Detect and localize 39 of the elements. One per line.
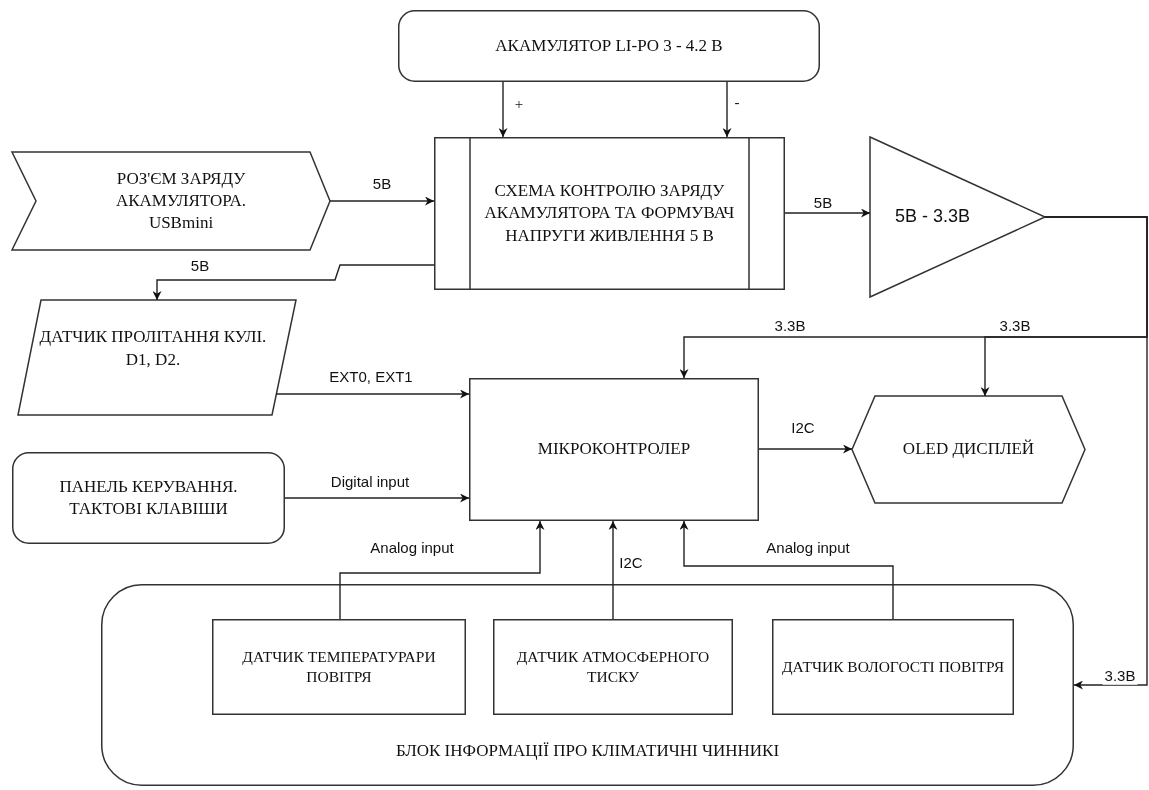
node-label: 5В - 3.3В xyxy=(894,205,970,229)
node-label: СХЕМА КОНТРОЛЮ ЗАРЯДУ АКАМУЛЯТОРА ТА ФОРМУВАЧ НАПРУГИ ЖИВЛЕННЯ 5 В xyxy=(484,180,735,247)
microcontroller-box xyxy=(469,378,759,521)
arrow xyxy=(784,208,871,218)
node-label: OLED ДИСПЛЕЙ xyxy=(902,438,1035,461)
arrow xyxy=(329,196,435,206)
sensor-box xyxy=(493,619,733,715)
battery-box xyxy=(398,10,820,82)
arrow xyxy=(722,81,732,138)
arrow xyxy=(1044,216,1148,690)
arrow xyxy=(498,81,508,138)
arrow xyxy=(339,520,545,620)
process-box xyxy=(434,137,785,290)
node-label: ДАТЧИК АТМОСФЕРНОГО ТИСКУ xyxy=(515,646,711,687)
arrow xyxy=(275,389,470,399)
node-label: РОЗ'ЄМ ЗАРЯДУ АКАМУЛЯТОРА. USBmini xyxy=(114,167,248,235)
arrow xyxy=(152,264,435,301)
arrow xyxy=(284,493,470,503)
node-label: МІКРОКОНТРОЛЕР xyxy=(537,438,691,461)
arrow xyxy=(608,520,618,620)
node-label: ДАТЧИК ПРОЛІТАННЯ КУЛІ. D1, D2. xyxy=(38,326,268,371)
node-label: ДАТЧИК ВОЛОГОСТІ ПОВІТРЯ xyxy=(782,656,1004,677)
node-label: ДАТЧИК ТЕМПЕРАТУРАРИ ПОВІТРЯ xyxy=(241,646,437,687)
sensor-box xyxy=(212,619,466,715)
converter-triangle xyxy=(870,137,1045,297)
arrow xyxy=(679,520,894,620)
node-label: АКАМУЛЯТОР LI-PO 3 - 4.2 В xyxy=(495,34,723,57)
sensor-parallelogram xyxy=(18,300,296,415)
node-label: ПАНЕЛЬ КЕРУВАННЯ. ТАКТОВІ КЛАВІШИ xyxy=(58,475,239,520)
connector-chevron xyxy=(12,152,330,250)
control-panel-box xyxy=(12,452,285,544)
arrow xyxy=(758,444,853,454)
display-hexagon xyxy=(852,396,1085,503)
node-label: БЛОК ІНФОРМАЦІЇ ПРО КЛІМАТИЧНІ ЧИННИКІ xyxy=(394,740,781,762)
edge-label: Digital input xyxy=(328,473,412,491)
edge-label: Analog input xyxy=(368,539,456,557)
sensor-box xyxy=(772,619,1014,715)
edge-label: Analog input xyxy=(764,539,852,557)
sensor-block-container xyxy=(101,584,1074,786)
